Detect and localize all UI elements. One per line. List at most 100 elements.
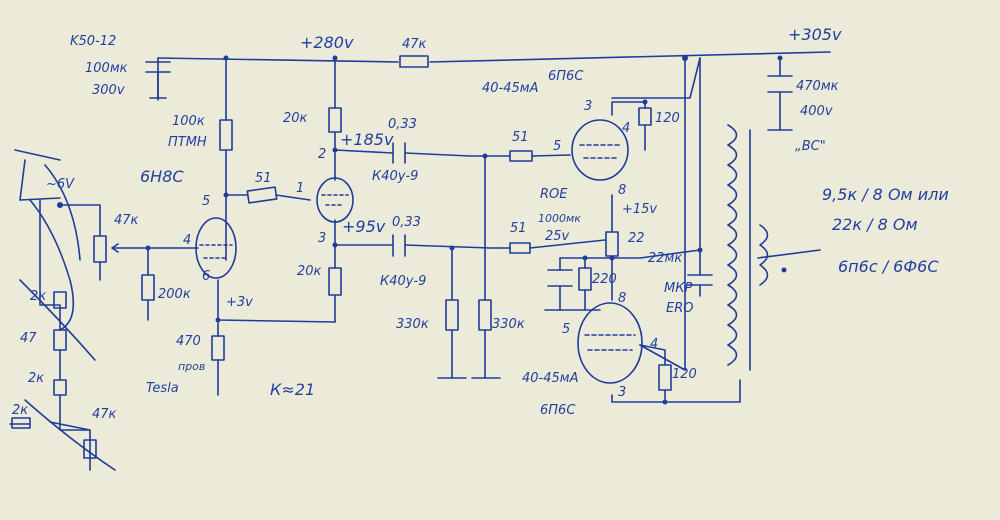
v95: +95v: [342, 217, 386, 236]
pin-3-bottom: 3: [618, 385, 626, 400]
resistor-icon: [328, 267, 342, 296]
resistor-icon: [246, 186, 278, 204]
b-plus-280: +280v: [300, 33, 354, 52]
capacitor-icon: [767, 75, 793, 93]
transformer-spec-2: 22к / 8 Ом: [832, 215, 918, 234]
r470-type-a: пров: [178, 360, 205, 373]
gain-label: К≈21: [270, 380, 315, 399]
pin-4-top: 4: [622, 121, 630, 136]
left-47: 47: [20, 331, 37, 346]
cap-out-type: „ВС": [795, 139, 826, 154]
tube-out-top: 6П6С: [548, 69, 584, 84]
r470: 470: [176, 334, 201, 349]
junction-dots: [57, 55, 783, 405]
r100k-type: ПТМН: [168, 135, 207, 150]
capacitor-icon: [687, 274, 713, 286]
cap-1000uf: 1000мк: [538, 212, 581, 225]
c033-upper-type: К40у-9: [372, 169, 418, 184]
pin-5-tube1: 5: [202, 194, 210, 209]
v15: +15v: [622, 202, 657, 217]
r120-bottom: 120: [672, 367, 697, 382]
r51-top: 51: [512, 130, 529, 145]
resistor-icon: [445, 299, 459, 331]
tube-out-bottom: 6П6С: [540, 403, 576, 418]
r22: 22: [628, 231, 645, 246]
v3: +3v: [226, 295, 253, 310]
resistor-icon: [11, 291, 97, 459]
left-2k-b: 2к: [28, 371, 44, 386]
tube1-type: 6Н8С: [140, 167, 184, 186]
cap-out-value: 470мк: [796, 79, 839, 94]
pin-1: 1: [296, 181, 304, 196]
resistor-icon: [399, 55, 429, 68]
pin-3-top: 3: [584, 99, 592, 114]
cap-out-voltage: 400v: [800, 104, 833, 119]
cap-in-voltage: 300v: [92, 83, 125, 98]
pin-2: 2: [318, 147, 326, 162]
r20k-lower: 20к: [297, 264, 322, 279]
cap-in-value: 100мк: [85, 61, 128, 76]
r330k-left: 330к: [396, 317, 429, 332]
potentiometer-icon: [93, 235, 129, 263]
r200k: 200к: [158, 287, 191, 302]
r120-top: 120: [655, 111, 680, 126]
current-top: 40-45мА: [482, 81, 538, 96]
tube-icon: [571, 119, 629, 181]
resistor-icon: [219, 119, 233, 151]
pin-4-tube1: 4: [183, 233, 191, 248]
cap-1000uf-voltage: 25v: [545, 229, 570, 244]
transformer-icon: [727, 124, 787, 371]
resistor-icon: [141, 274, 155, 301]
left-2k-a: 2к: [30, 289, 46, 304]
pin-6: 6: [202, 269, 210, 284]
resistor-icon: [211, 335, 225, 361]
capacitor-icon: [145, 61, 171, 99]
v185: +185v: [340, 130, 394, 149]
resistor-icon: [578, 267, 592, 291]
pin-8-top: 8: [618, 183, 626, 198]
cap-22uf-brand: ERO: [666, 301, 693, 316]
left-2k-c: 2к: [12, 403, 28, 418]
labels: K50-12 100мк 300v +280v +305v 47к 470мк …: [12, 25, 949, 422]
cap-22uf-type: МКР: [664, 281, 692, 296]
resistor-icon: [658, 364, 672, 391]
r51-grid: 51: [255, 171, 272, 186]
roe: ROE: [540, 187, 568, 202]
r220: 220: [592, 272, 617, 287]
pin-8-bottom: 8: [618, 291, 626, 306]
r470-type-b: Tesla: [146, 381, 179, 396]
c033-upper: 0,33: [388, 117, 417, 132]
b-plus-305: +305v: [788, 25, 842, 44]
resistor-icon: [509, 242, 531, 254]
cap-in-type: K50-12: [70, 34, 116, 49]
transformer-spec-3: 6п6с / 6Ф6С: [838, 257, 939, 276]
r100k: 100к: [172, 114, 205, 129]
tube-icon: [195, 217, 237, 279]
r330k-right: 330к: [492, 317, 525, 332]
left-47k: 47к: [92, 407, 117, 422]
transformer-spec-1: 9,5к / 8 Ом или: [822, 185, 949, 204]
c033-lower: 0,33: [392, 215, 421, 230]
capacitor-icon: [392, 234, 406, 257]
left-voltage: ~6V: [46, 177, 75, 192]
pot-47k: 47к: [114, 213, 139, 228]
capacitor-icon: [547, 269, 573, 287]
resistor-icon: [328, 107, 342, 133]
tube-icon: [577, 302, 643, 384]
capacitor-icon: [392, 142, 406, 164]
pin-5-top: 5: [553, 139, 561, 154]
pin-3: 3: [318, 231, 326, 246]
r47k-rail: 47к: [402, 37, 427, 52]
c033-lower-type: К40у-9: [380, 274, 426, 289]
resistor-icon: [509, 150, 533, 162]
current-bottom: 40-45мА: [522, 371, 578, 386]
wires: [9, 51, 831, 471]
tube-icon: [316, 177, 354, 223]
resistor-icon: [478, 299, 492, 331]
r51-bottom: 51: [510, 221, 527, 236]
cap-22uf: 22мк: [648, 251, 682, 266]
pin-4-bottom: 4: [650, 337, 658, 352]
resistor-icon: [638, 107, 652, 126]
